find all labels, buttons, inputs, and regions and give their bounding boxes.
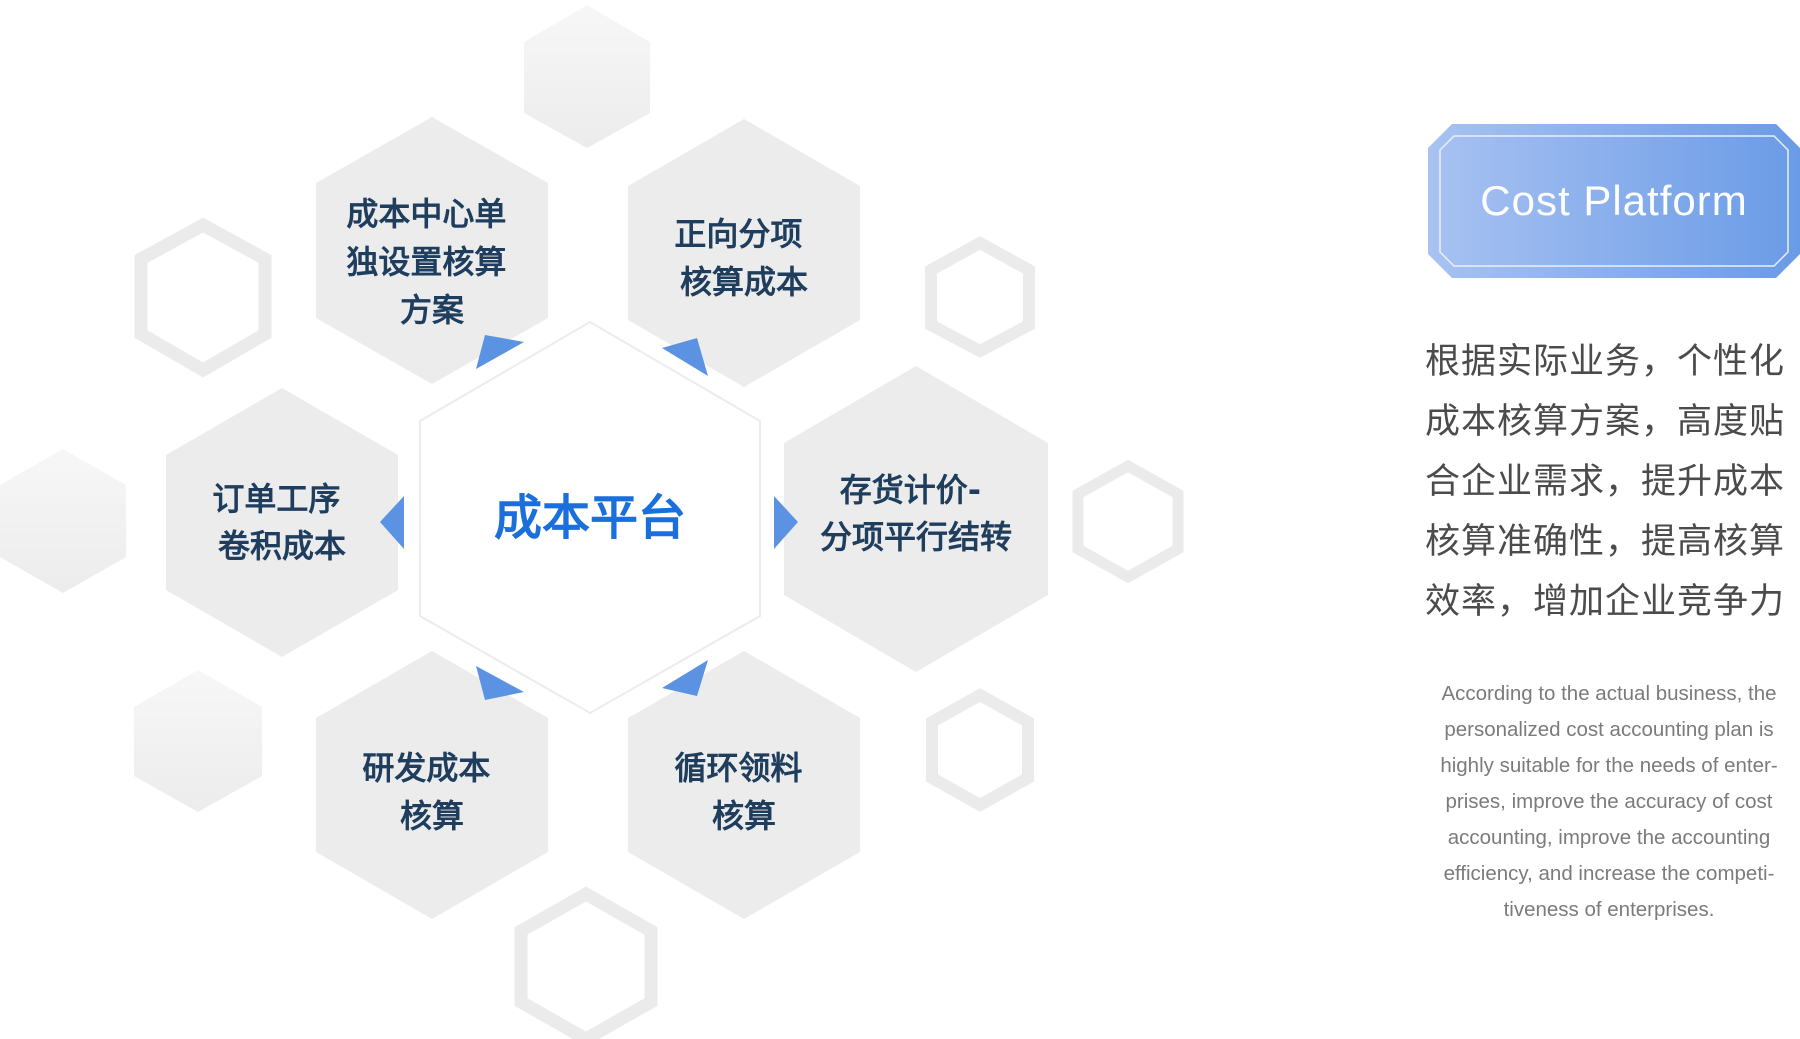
description-panel: Cost Platform 根据实际业务，个性化 成本核算方案，高度贴 合企业需…: [1400, 0, 1800, 1039]
module-label-line: 订单工序: [212, 480, 340, 518]
module-hexagon: [166, 388, 398, 657]
svg-text:正向分项 核算成本: 正向分项 核算成本: [674, 215, 813, 301]
module-label-line: 核算: [712, 797, 776, 835]
module-forward-itemized: 正向分项 核算成本: [628, 119, 860, 387]
module-label-line: 核算成本: [680, 263, 808, 301]
module-order-process-rollup: 订单工序 卷积成本: [166, 388, 398, 657]
module-hexagon: [316, 651, 548, 919]
module-label-line: 正向分项: [674, 215, 802, 253]
decor-hexagon: [134, 670, 262, 812]
decor-hexagon: [514, 886, 658, 1039]
module-label-line: 独设置核算: [346, 243, 506, 281]
module-hexagon: [628, 119, 860, 387]
summary-en-line: highly suitable for the needs of enter-: [1440, 754, 1778, 777]
arrow-icon: [662, 660, 708, 696]
arrow-icon: [380, 496, 404, 549]
arrow-icon: [476, 666, 524, 700]
summary-en-line: tiveness of enterprises.: [1503, 898, 1715, 921]
center-hexagon: [419, 320, 761, 715]
module-label-line: 成本中心单: [346, 195, 506, 233]
cost-platform-badge: Cost Platform: [1428, 124, 1800, 278]
decor-hexagon: [134, 217, 272, 378]
summary-zh-line: 效率，增加企业竞争力: [1425, 582, 1786, 622]
decor-hexagon: [0, 449, 126, 593]
svg-text:成本中心单 独设置核算 方案: 成本中心单 独设置核算 方案: [346, 195, 517, 329]
module-cost-center-scheme: 成本中心单 独设置核算 方案: [316, 117, 548, 384]
module-label-line: 存货计价-: [840, 471, 981, 509]
cost-platform-diagram: 成本平台 成本中心单 独设置核算 方案 正向分项 核算成本 订单工序 卷积成本 …: [0, 5, 1184, 1039]
module-label-line: 核算: [400, 797, 464, 835]
decor-hexagon: [524, 5, 650, 148]
summary-zh-line: 核算准确性，提高核算: [1425, 522, 1786, 562]
decor-hexagon: [926, 688, 1034, 812]
summary-zh-line: 成本核算方案，高度贴: [1425, 402, 1786, 442]
summary-english: According to the actual business, the pe…: [1418, 676, 1800, 928]
module-cyclic-material: 循环领料 核算: [628, 651, 860, 919]
summary-en-line: personalized cost accounting plan is: [1444, 718, 1774, 741]
arrow-icon: [774, 496, 798, 549]
module-label-line: 研发成本: [362, 749, 490, 787]
module-label-line: 卷积成本: [218, 527, 346, 565]
summary-chinese: 根据实际业务，个性化 成本核算方案，高度贴 合企业需求，提升成本 核算准确性，提…: [1425, 332, 1800, 632]
center-label: 成本平台: [494, 490, 686, 546]
summary-en-line: efficiency, and increase the competi-: [1443, 862, 1775, 885]
decor-hexagon: [925, 236, 1035, 358]
summary-zh-line: 合企业需求，提升成本: [1425, 462, 1786, 502]
summary-zh-line: 根据实际业务，个性化: [1425, 342, 1786, 382]
module-label-line: 分项平行结转: [820, 518, 1012, 556]
svg-text:循环领料 核算: 循环领料 核算: [674, 749, 813, 835]
arrow-icon: [476, 335, 524, 369]
svg-text:研发成本 核算: 研发成本 核算: [362, 749, 501, 835]
module-label-line: 方案: [400, 291, 465, 329]
module-hexagon: [784, 366, 1048, 672]
svg-text:存货计价- 分项平行结转: 存货计价- 分项平行结转: [820, 471, 1012, 556]
svg-text:订单工序 卷积成本: 订单工序 卷积成本: [212, 480, 351, 565]
arrow-icon: [662, 338, 708, 376]
module-hexagon: [628, 651, 860, 919]
badge-label: Cost Platform: [1480, 177, 1748, 224]
module-rd-cost: 研发成本 核算: [316, 651, 548, 919]
module-inventory-valuation: 存货计价- 分项平行结转: [784, 366, 1048, 672]
summary-en-line: prises, improve the accuracy of cost: [1445, 790, 1773, 813]
module-label-line: 循环领料: [674, 749, 802, 787]
summary-en-line: According to the actual business, the: [1441, 682, 1777, 705]
badge-shape: [1428, 124, 1800, 278]
decor-hexagon: [1072, 459, 1184, 584]
summary-en-line: accounting, improve the accounting: [1447, 826, 1771, 849]
module-hexagon: [316, 117, 548, 384]
